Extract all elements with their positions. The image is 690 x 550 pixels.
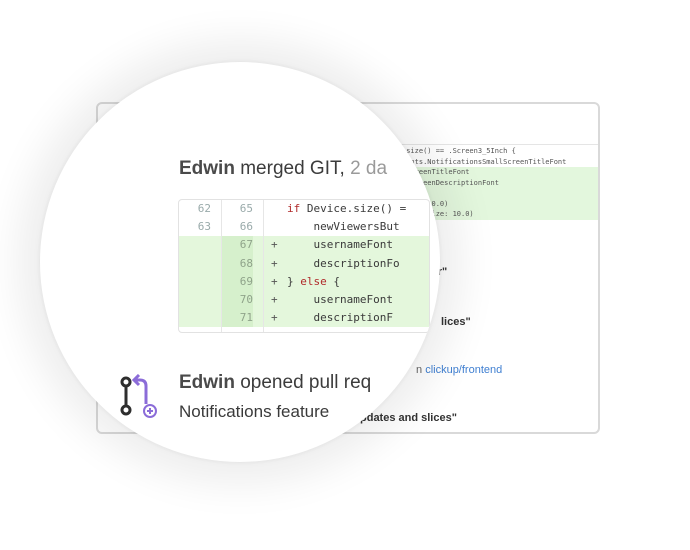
code-text: if Device.size() = xyxy=(287,202,407,215)
diff-sign: + xyxy=(271,256,278,270)
new-line-number: 68 xyxy=(221,254,253,273)
code-text: usernameFont xyxy=(287,292,393,306)
background-code-snippet: .size() == .Screen3_5Inch { tants.Notific… xyxy=(398,146,598,220)
code-text: descriptionFo xyxy=(287,256,400,270)
diff-row: 71 + descriptionF xyxy=(179,309,429,328)
gutter-divider xyxy=(263,200,264,332)
diff-row: 68 + descriptionFo xyxy=(179,254,429,273)
pr-event-title: Edwin opened pull req xyxy=(179,372,371,394)
diff-sign: + xyxy=(271,311,278,325)
new-line-number: 67 xyxy=(221,236,253,255)
new-line-number: 66 xyxy=(239,220,253,234)
new-line-number: 69 xyxy=(221,272,253,291)
repo-prefix: n xyxy=(416,364,423,376)
event-action: merged GIT, xyxy=(240,158,345,179)
code-text: descriptionF xyxy=(287,311,393,325)
background-code-line: lScreenTitleFont xyxy=(398,167,598,178)
repo-link-row: n clickup/frontend xyxy=(416,364,502,376)
diff-row: 69 + } else { xyxy=(179,272,429,291)
event-time: 2 da xyxy=(350,158,388,179)
diff-sign: + xyxy=(271,292,278,306)
background-code-line: tants.NotificationsSmallScreenTitleFont xyxy=(402,157,567,166)
background-code-line: .size() == .Screen3_5Inch { xyxy=(402,147,516,155)
peek-text: lices" xyxy=(441,316,471,328)
new-line-number: 70 xyxy=(221,290,253,310)
diff-row: 63 66 newViewersBut xyxy=(179,218,429,236)
old-line-number: 62 xyxy=(197,202,211,215)
event-action: opened pull req xyxy=(240,372,372,393)
pr-subtitle[interactable]: Notifications feature xyxy=(179,402,330,421)
diff-row: 62 65 if Device.size() = xyxy=(179,200,429,218)
divider xyxy=(398,144,598,145)
peek-text: pdates and slices" xyxy=(360,412,457,424)
background-code-line: hin", size: 10.0) xyxy=(398,209,598,220)
diff-viewer: 62 65 if Device.size() = 63 66 newViewersBut… xyxy=(178,199,430,333)
diff-sign: + xyxy=(271,274,278,288)
background-code-line xyxy=(398,188,598,199)
magnifier-lens: Edwin merged GIT, 2 da 62 65 if Device.siz… xyxy=(40,62,440,462)
pull-request-icon xyxy=(118,373,160,420)
new-line-number: 71 xyxy=(221,309,253,328)
gutter-divider xyxy=(221,200,222,332)
code-text: newViewersBut xyxy=(287,220,400,234)
diff-row: 67 + usernameFont xyxy=(179,236,429,255)
repo-link[interactable]: clickup/frontend xyxy=(425,364,503,376)
code-text: } else { xyxy=(287,274,340,288)
new-line-number: 65 xyxy=(239,202,253,215)
code-text: usernameFont xyxy=(287,238,393,252)
user-name[interactable]: Edwin xyxy=(179,372,235,393)
user-name[interactable]: Edwin xyxy=(179,158,235,179)
diff-row: 70 + usernameFont xyxy=(179,290,429,310)
background-code-line: llScreenDescriptionFont xyxy=(398,177,598,188)
diff-sign: + xyxy=(271,238,278,252)
merge-event-title: Edwin merged GIT, 2 da xyxy=(179,158,387,180)
old-line-number: 63 xyxy=(197,220,211,234)
